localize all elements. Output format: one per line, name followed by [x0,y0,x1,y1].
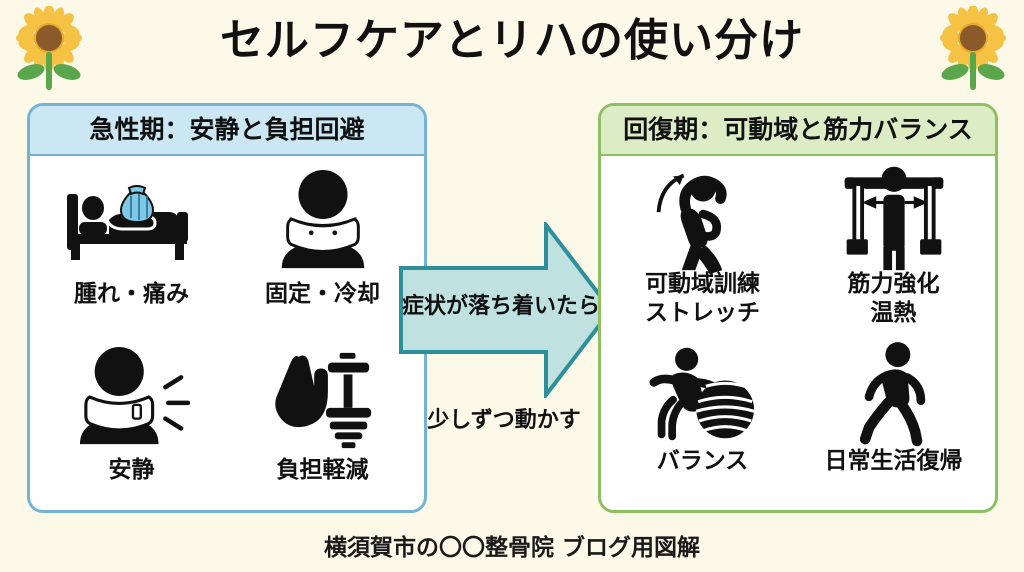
sunflower-icon [936,5,1010,92]
acute-phase-grid: 腫れ・痛み 固定・冷却 [30,156,424,510]
acute-item-caption: 安静 [108,457,155,483]
acute-item-rest[interactable]: 安静 [36,336,227,510]
recovery-item-daily-life[interactable]: 日常生活復帰 [798,335,989,510]
acute-item-reduce-load[interactable]: 負担軽減 [227,336,418,510]
recovery-phase-grid: 可動域訓練 ストレッチ [601,156,995,510]
arrow-label: 症状が落ち着いたら [401,294,600,319]
page-title: セルフケアとリハの使い分け [219,15,805,66]
acute-item-caption: 固定・冷却 [265,281,380,307]
acute-item-caption: 腫れ・痛み [74,281,189,307]
acute-item-swelling-pain[interactable]: 腫れ・痛み [36,160,227,336]
recovery-item-balance[interactable]: バランス [607,335,798,510]
acute-item-immobilize-cool[interactable]: 固定・冷却 [227,160,418,336]
walking-person-icon [846,341,942,447]
recovery-item-caption: 可動域訓練 ストレッチ [645,271,760,326]
acute-phase-header: 急性期：安静と負担回避 [30,106,424,156]
recovery-item-caption: バランス [656,448,749,474]
hand-stop-dumbbell-icon [259,342,387,454]
acute-phase-panel: 急性期：安静と負担回避 [27,103,427,513]
neck-brace-icon [264,166,382,278]
transition-arrow [398,219,614,401]
recovery-item-strength-heat[interactable]: 筋力強化 温熱 [798,158,989,335]
recovery-phase-panel: 回復期：可動域と筋力バランス [598,103,998,513]
recovery-phase-header: 回復期：可動域と筋力バランス [601,106,995,156]
recovery-item-caption: 日常生活復帰 [824,448,963,474]
footer-caption: 横須賀市の〇〇整骨院 ブログ用図解 [323,535,700,561]
arrow-sub-caption: 少しずつ動かす [427,408,581,433]
bed-with-ice-pack-icon [57,166,207,278]
resistance-band-person-icon [831,164,957,271]
acute-item-caption: 負担軽減 [276,457,369,483]
neck-brace-pain-icon [68,342,196,454]
recovery-item-caption: 筋力強化 温熱 [847,271,940,326]
sunflower-icon [12,5,86,92]
recovery-item-rom-stretch[interactable]: 可動域訓練 ストレッチ [607,158,798,335]
side-stretch-person-icon [645,164,761,274]
balance-ball-person-icon [640,341,766,445]
